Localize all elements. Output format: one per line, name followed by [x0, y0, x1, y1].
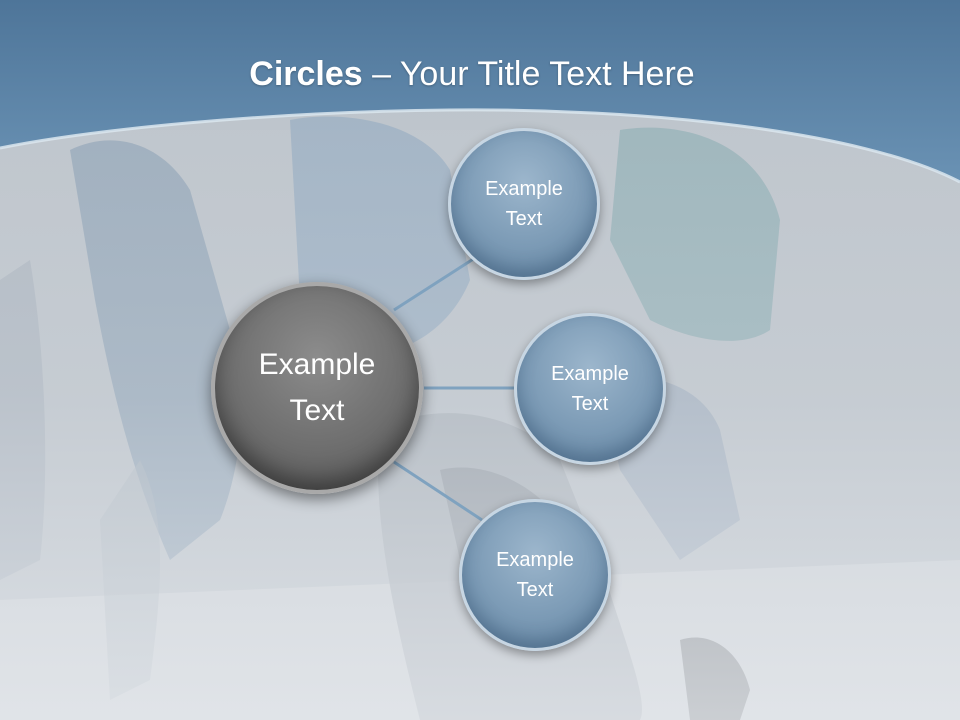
- center-circle-label: Example Text: [258, 348, 376, 427]
- connector-bottom: [393, 460, 483, 522]
- center-circle[interactable]: Example Text: [211, 282, 423, 494]
- node-circle-top[interactable]: Example Text: [448, 128, 600, 280]
- slide-title[interactable]: Circles – Your Title Text Here: [0, 55, 944, 94]
- header-band: [0, 0, 960, 184]
- node-circle-label: Example Text: [551, 363, 629, 415]
- node-circle-middle[interactable]: Example Text: [514, 313, 666, 465]
- node-circle-bottom[interactable]: Example Text: [459, 499, 611, 651]
- title-bold-text: Circles: [249, 55, 363, 93]
- node-circle-label: Example Text: [496, 549, 574, 601]
- title-rest-text: – Your Title Text Here: [362, 55, 695, 93]
- node-circle-label: Example Text: [485, 178, 563, 230]
- connector-top: [393, 254, 479, 312]
